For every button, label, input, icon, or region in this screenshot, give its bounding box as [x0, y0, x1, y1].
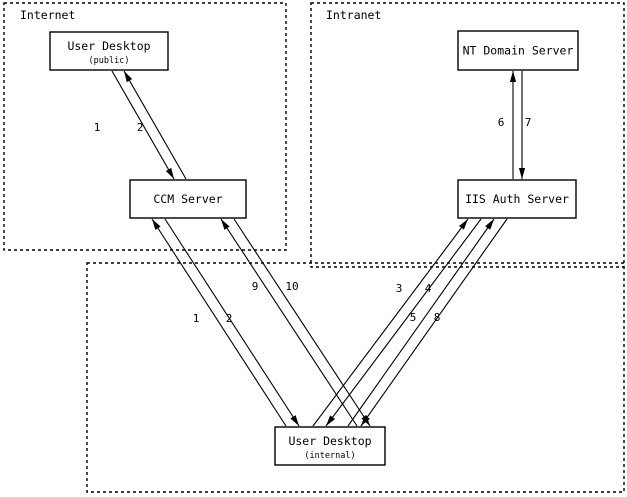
node-box-user-desktop-public[interactable] — [49, 31, 169, 71]
node-box-user-desktop-internal[interactable] — [274, 426, 386, 466]
edge-e3 — [312, 218, 469, 427]
edge-label-e6: 6 — [498, 116, 505, 129]
edge-line-e3 — [312, 218, 469, 427]
edge-label-e1: 1 — [94, 121, 101, 134]
edge-e7 — [518, 71, 526, 179]
node-box-iis-auth-server[interactable] — [457, 179, 577, 219]
edge-label-e8: 8 — [434, 311, 441, 324]
arrow-head-e2b — [290, 415, 299, 426]
arrow-head-e4 — [326, 415, 336, 426]
arrow-head-e6 — [509, 71, 517, 82]
nodes-layer: User Desktop (public) CCM Server NT Domain … — [49, 30, 579, 466]
node-label-nt-domain-server: NT Domain Server — [463, 44, 574, 58]
edge-line-e1b — [151, 218, 287, 427]
arrow-head-e8 — [361, 415, 370, 426]
edge-e6 — [509, 71, 517, 179]
edge-line-e5 — [347, 218, 495, 427]
edge-line-e1 — [111, 70, 175, 180]
node-iis-auth-server[interactable]: IIS Auth Server — [457, 179, 577, 219]
edge-label-e10: 10 — [285, 280, 298, 293]
edge-e5 — [347, 218, 495, 427]
edge-e4 — [325, 218, 482, 427]
edge-label-e5: 5 — [410, 311, 417, 324]
node-nt-domain-server[interactable]: NT Domain Server — [457, 30, 579, 71]
zone-boundary-intranet — [310, 2, 625, 268]
edge-label-e2: 2 — [137, 121, 144, 134]
zone-boundary-internal — [86, 262, 625, 493]
edge-label-e2b: 2 — [226, 312, 233, 325]
node-sublabel-user-desktop-internal: (internal) — [304, 451, 355, 461]
edge-e2b — [164, 218, 300, 427]
edge-label-e1b: 1 — [193, 312, 200, 325]
edge-label-e3: 3 — [396, 282, 403, 295]
node-label-user-desktop-internal: User Desktop — [288, 434, 371, 448]
node-label-user-desktop-public: User Desktop — [67, 39, 150, 53]
arrow-head-e2 — [124, 71, 133, 83]
node-box-nt-domain-server[interactable] — [457, 30, 579, 71]
edges-layer — [111, 70, 526, 427]
edge-labels-layer: 1 2 1 2 9 10 3 4 5 8 6 7 — [94, 116, 532, 325]
node-label-iis-auth-server: IIS Auth Server — [465, 192, 569, 206]
edge-label-e7: 7 — [525, 116, 532, 129]
node-user-desktop-public[interactable]: User Desktop (public) — [49, 31, 169, 71]
edge-line-e2 — [123, 70, 187, 180]
edge-line-e10 — [233, 218, 371, 427]
arrow-head-e9 — [221, 219, 230, 230]
zones-layer: Internet Intranet — [3, 2, 625, 493]
edge-e2 — [123, 70, 187, 180]
node-sublabel-user-desktop-public: (public) — [89, 56, 130, 66]
edge-label-e9: 9 — [252, 280, 259, 293]
zone-boundary-internet — [3, 2, 287, 251]
edge-line-e8 — [360, 218, 508, 427]
edge-line-e4 — [325, 218, 482, 427]
edge-line-e9 — [220, 218, 358, 427]
arrow-head-e7 — [518, 168, 526, 179]
node-user-desktop-internal[interactable]: User Desktop (internal) — [274, 426, 386, 466]
arrow-head-e3 — [458, 219, 468, 230]
node-ccm-server[interactable]: CCM Server — [129, 179, 247, 219]
edge-line-e2b — [164, 218, 300, 427]
zone-label-intranet: Intranet — [326, 8, 381, 22]
edge-e9 — [220, 218, 358, 427]
edge-label-e4: 4 — [425, 282, 432, 295]
edge-e1b — [151, 218, 287, 427]
arrow-head-e1 — [165, 167, 174, 179]
node-box-ccm-server[interactable] — [129, 179, 247, 219]
edge-e8 — [360, 218, 508, 427]
zone-label-internet: Internet — [20, 8, 75, 22]
arrow-head-e1b — [152, 219, 161, 230]
edge-e1 — [111, 70, 175, 180]
node-label-ccm-server: CCM Server — [153, 192, 222, 206]
arrow-head-e5 — [485, 219, 494, 230]
